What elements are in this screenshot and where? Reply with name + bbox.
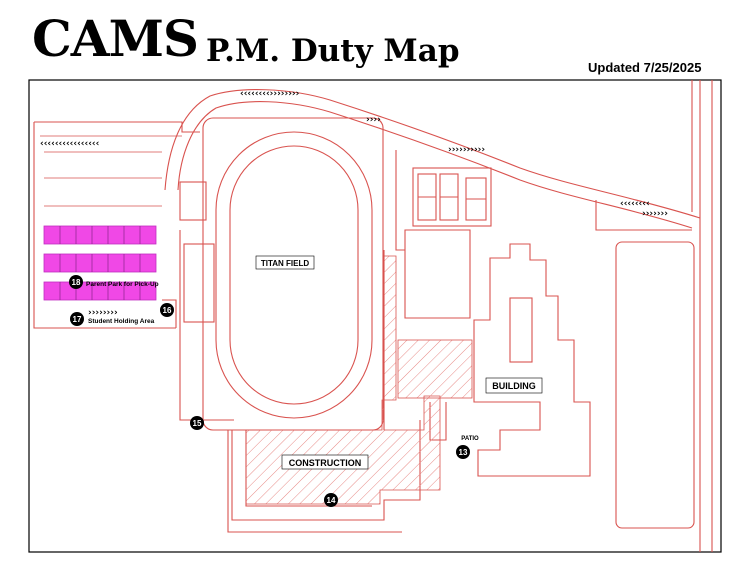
field-label-box — [255, 255, 315, 270]
traffic-chevrons: ‹‹‹‹‹‹‹‹›››››››› ›››› ›››››››››› ‹‹‹‹‹‹‹… — [40, 89, 668, 318]
construction-label: CONSTRUCTION — [289, 458, 362, 468]
construction-zone-upper — [397, 339, 473, 399]
chevrons-right-1: ‹‹‹‹‹‹‹‹ — [620, 199, 650, 209]
construction-zone — [245, 255, 441, 505]
holding-area-label: Student Holding Area — [88, 318, 155, 325]
post-marker-17[interactable]: 17 — [70, 312, 84, 326]
campus-outlines — [33, 80, 713, 552]
svg-text:18: 18 — [72, 278, 81, 287]
post-marker-14[interactable]: 14 — [324, 493, 338, 507]
parent-pickup-rows — [43, 225, 157, 301]
post-marker-16[interactable]: 16 — [160, 303, 174, 317]
chevrons-right-2: ››››››› — [642, 209, 668, 219]
post-marker-13[interactable]: 13 — [456, 445, 470, 459]
building-label: BUILDING — [492, 381, 536, 391]
patio-label: PATIO — [461, 436, 479, 442]
construction-label-box — [281, 454, 369, 470]
updated-date: Updated 7/25/2025 — [588, 60, 702, 75]
map-title: CAMS — [32, 9, 199, 68]
svg-text:14: 14 — [327, 496, 336, 505]
svg-text:15: 15 — [193, 419, 202, 428]
post-marker-18[interactable]: 18 — [69, 275, 83, 289]
chevrons-road-mid: ›››› — [366, 115, 381, 125]
field-label: TITAN FIELD — [261, 259, 310, 268]
svg-text:17: 17 — [73, 315, 82, 324]
parent-park-label: Parent Park for Pick-Up — [86, 281, 159, 288]
svg-text:16: 16 — [163, 306, 172, 315]
chevrons-top-road: ‹‹‹‹‹‹‹‹›››››››› — [240, 89, 300, 99]
svg-text:13: 13 — [459, 448, 468, 457]
chevrons-lot-top: ‹‹‹‹‹‹‹‹‹‹‹‹‹‹‹‹ — [40, 139, 99, 149]
pickup-row-stripes — [59, 226, 141, 300]
post-marker-15[interactable]: 15 — [190, 416, 204, 430]
chevrons-holding: ›››››››› — [88, 308, 118, 318]
building-label-box — [485, 377, 543, 394]
map-frame — [28, 79, 722, 553]
map-subtitle: P.M. Duty Map — [206, 33, 460, 69]
chevrons-road-right: ›››››››››› — [448, 145, 485, 155]
parking-rows — [40, 135, 182, 207]
